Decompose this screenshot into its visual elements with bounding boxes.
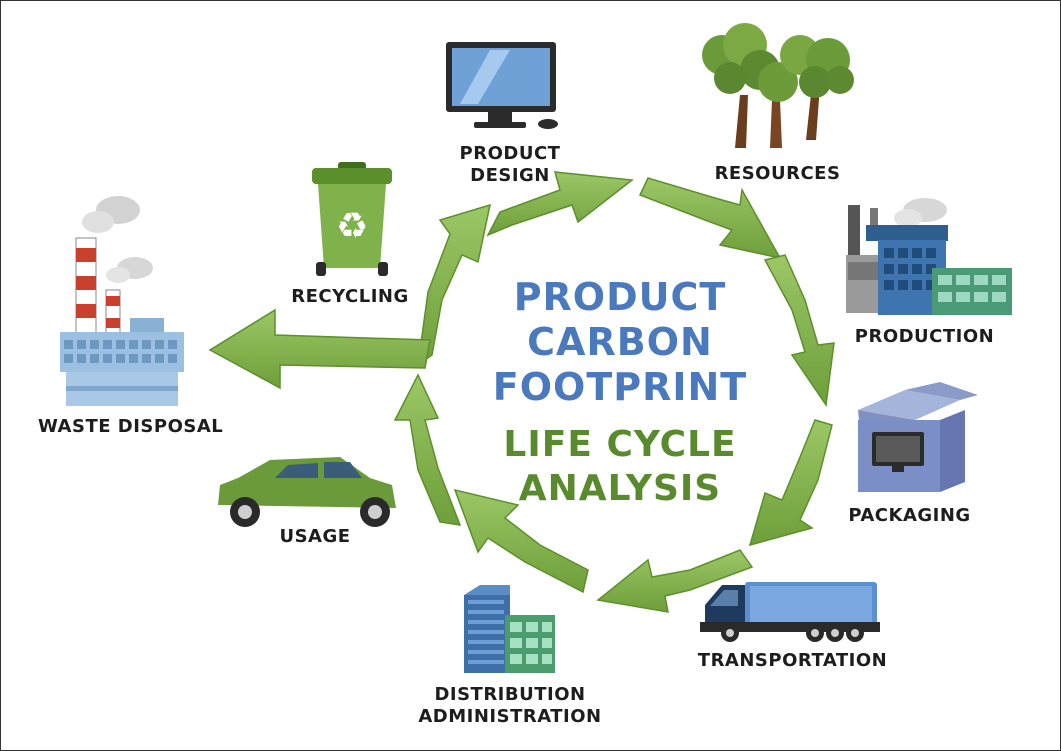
cycle-arrows bbox=[208, 171, 835, 613]
arrow-production bbox=[763, 254, 835, 408]
arrow-recycling-up bbox=[417, 203, 491, 367]
arrow-distribution bbox=[453, 488, 589, 594]
arrow-transport bbox=[596, 549, 754, 613]
truck-icon bbox=[700, 582, 880, 642]
label-packaging: PACKAGING bbox=[848, 505, 971, 526]
label-production: PRODUCTION bbox=[854, 326, 995, 347]
label-distribution: DISTRIBUTION ADMINISTRATION bbox=[415, 684, 605, 728]
subtitle-line-1: LIFE CYCLE bbox=[503, 424, 737, 465]
label-recycling: RECYCLING bbox=[291, 286, 409, 307]
recycle-bin-icon: ♻ bbox=[312, 162, 392, 276]
label-waste-disposal: WASTE DISPOSAL bbox=[38, 416, 224, 437]
label-distribution-line2: ADMINISTRATION bbox=[418, 706, 602, 727]
label-product-design: PRODUCT DESIGN bbox=[440, 143, 580, 187]
car-icon bbox=[218, 457, 396, 527]
smokestack-factory-icon bbox=[60, 196, 184, 406]
arrow-packaging bbox=[748, 419, 833, 547]
svg-text:♻: ♻ bbox=[336, 206, 368, 247]
arrow-usage bbox=[393, 373, 462, 526]
box-icon bbox=[858, 382, 978, 492]
label-distribution-line1: DISTRIBUTION bbox=[434, 684, 586, 705]
subtitle-line-2: ANALYSIS bbox=[518, 468, 722, 509]
label-resources: RESOURCES bbox=[714, 163, 841, 184]
arrow-design bbox=[486, 171, 634, 237]
trees-icon bbox=[702, 23, 854, 148]
computer-monitor-icon bbox=[446, 42, 558, 129]
arrow-waste bbox=[208, 308, 431, 390]
label-transportation: TRANSPORTATION bbox=[697, 650, 888, 671]
factory-icon bbox=[846, 198, 1012, 315]
arrow-resources bbox=[638, 177, 782, 260]
label-usage: USAGE bbox=[279, 526, 351, 547]
label-product-design-line2: DESIGN bbox=[470, 165, 550, 186]
office-buildings-icon bbox=[464, 585, 555, 673]
title-line-2: CARBON bbox=[527, 320, 713, 364]
label-product-design-line1: PRODUCT bbox=[459, 143, 561, 164]
title-line-3: FOOTPRINT bbox=[492, 365, 748, 409]
title-line-1: PRODUCT bbox=[513, 275, 727, 319]
